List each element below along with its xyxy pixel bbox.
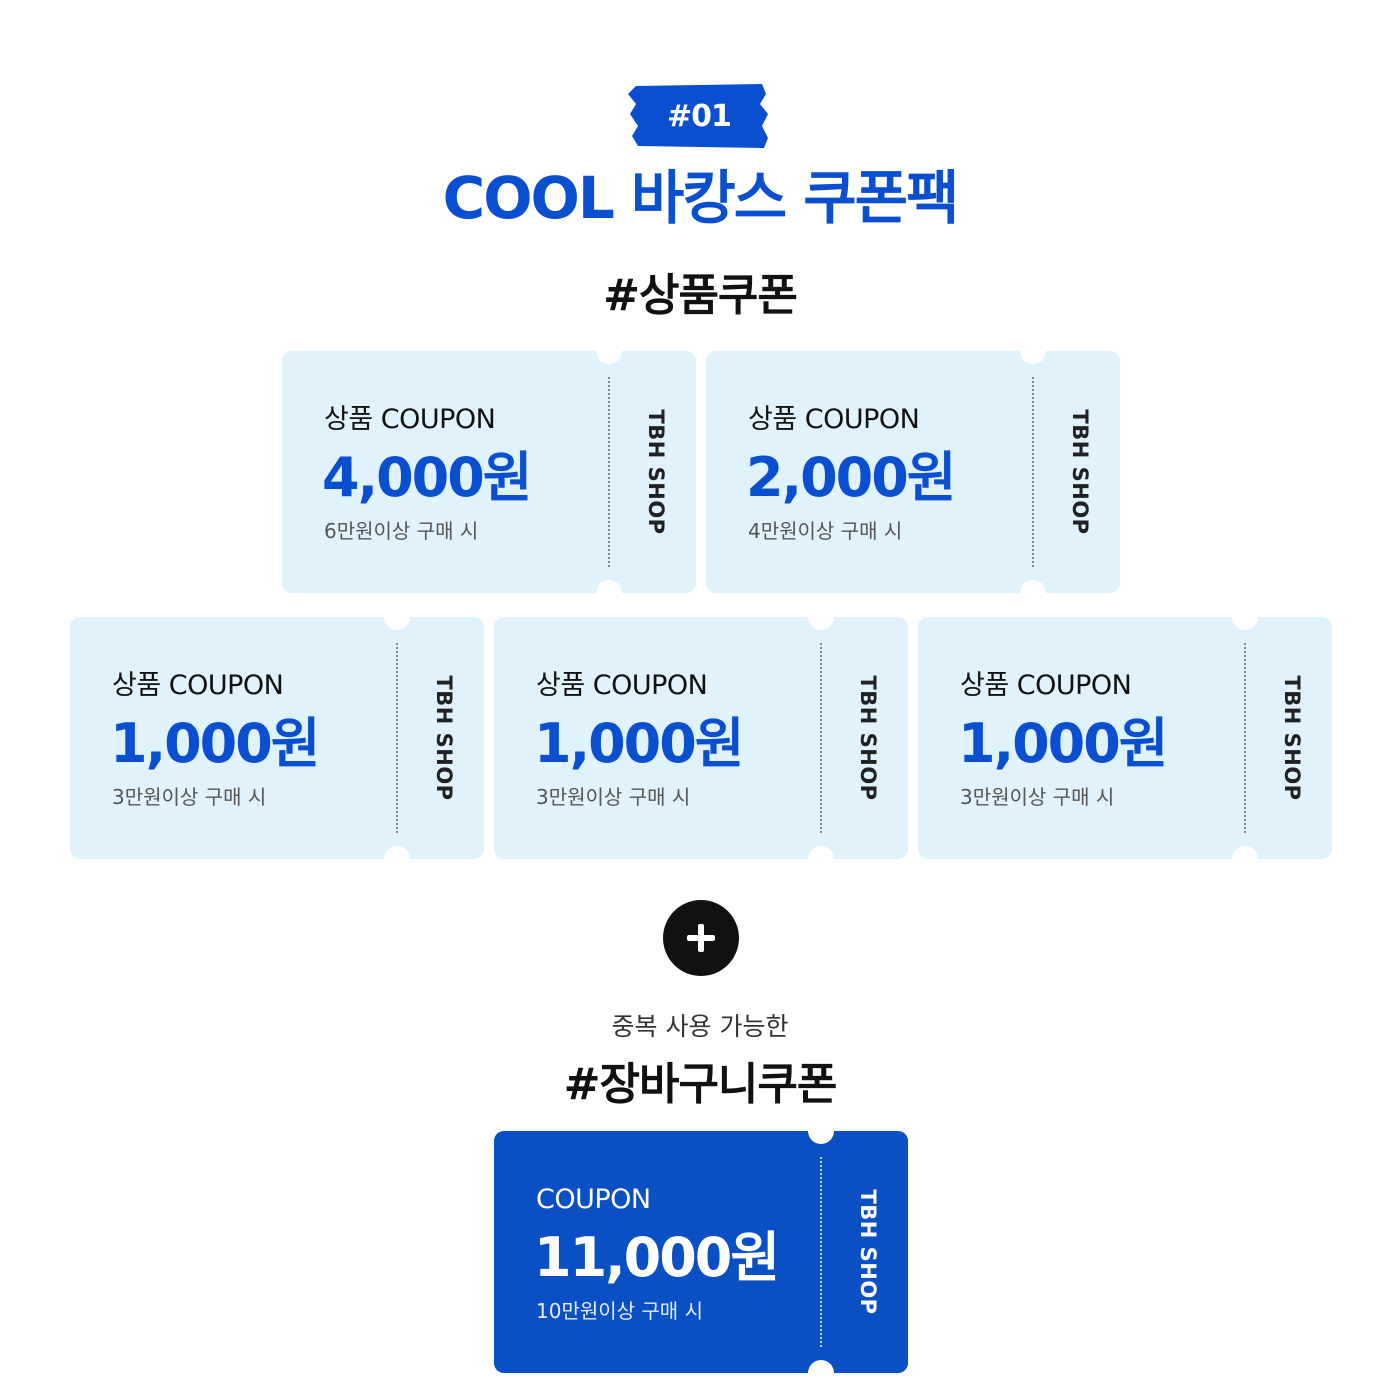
coupon-condition: 3만원이상 구매 시 <box>536 785 691 809</box>
product-coupon-4000[interactable]: 상품 COUPON 4,000원 6만원이상 구매 시 TBH SHOP <box>282 338 696 606</box>
coupon-notch <box>1020 580 1046 606</box>
cart-coupon-11000[interactable]: COUPON 11,000원 10만원이상 구매 시 TBH SHOP <box>494 1118 908 1386</box>
coupon-brand: TBH SHOP <box>856 675 880 801</box>
cart-coupon-subtitle: 중복 사용 가능한 <box>611 1012 789 1041</box>
coupon-notch <box>384 846 410 872</box>
coupon-perforation <box>820 1157 822 1347</box>
coupon-condition: 3만원이상 구매 시 <box>112 785 267 809</box>
cart-coupon-heading: #장바구니쿠폰 <box>563 1059 838 1110</box>
coupon-label: 상품 COUPON <box>960 670 1132 701</box>
coupon-notch <box>808 604 834 630</box>
coupon-perforation <box>1244 643 1246 833</box>
plus-icon <box>663 900 739 976</box>
coupon-notch <box>1020 338 1046 364</box>
coupon-amount: 4,000원 <box>322 446 532 509</box>
product-coupon-1000-c[interactable]: 상품 COUPON 1,000원 3만원이상 구매 시 TBH SHOP <box>918 604 1332 872</box>
product-coupon-heading: #상품쿠폰 <box>603 270 798 321</box>
product-coupon-1000-b[interactable]: 상품 COUPON 1,000원 3만원이상 구매 시 TBH SHOP <box>494 604 908 872</box>
coupon-notch <box>384 604 410 630</box>
coupon-condition: 10만원이상 구매 시 <box>536 1299 703 1323</box>
tape-badge-icon <box>628 84 768 148</box>
page-title: COOL 바캉스 쿠폰팩 <box>442 164 960 232</box>
coupon-notch <box>808 846 834 872</box>
coupon-notch <box>596 580 622 606</box>
coupon-brand: TBH SHOP <box>644 409 668 535</box>
tape-badge: #01 <box>628 84 770 148</box>
coupon-brand: TBH SHOP <box>432 675 456 801</box>
coupon-amount: 11,000원 <box>534 1226 780 1289</box>
coupon-perforation <box>396 643 398 833</box>
coupon-label: 상품 COUPON <box>748 404 920 435</box>
coupon-label: 상품 COUPON <box>324 404 496 435</box>
product-coupon-1000-a[interactable]: 상품 COUPON 1,000원 3만원이상 구매 시 TBH SHOP <box>70 604 484 872</box>
coupon-condition: 6만원이상 구매 시 <box>324 519 479 543</box>
product-coupon-2000[interactable]: 상품 COUPON 2,000원 4만원이상 구매 시 TBH SHOP <box>706 338 1120 606</box>
coupon-notch <box>596 338 622 364</box>
coupon-notch <box>808 1360 834 1386</box>
badge-number: #01 <box>667 98 732 134</box>
coupon-perforation <box>1032 377 1034 567</box>
coupon-brand: TBH SHOP <box>1068 409 1092 535</box>
coupon-notch <box>1232 846 1258 872</box>
coupon-amount: 1,000원 <box>958 712 1168 775</box>
coupon-amount: 1,000원 <box>110 712 320 775</box>
coupon-perforation <box>608 377 610 567</box>
coupon-condition: 4만원이상 구매 시 <box>748 519 903 543</box>
coupon-perforation <box>820 643 822 833</box>
coupon-brand: TBH SHOP <box>1280 675 1304 801</box>
coupon-label: COUPON <box>536 1184 651 1215</box>
coupon-condition: 3만원이상 구매 시 <box>960 785 1115 809</box>
coupon-notch <box>1232 604 1258 630</box>
coupon-amount: 2,000원 <box>746 446 956 509</box>
coupon-label: 상품 COUPON <box>536 670 708 701</box>
coupon-notch <box>808 1118 834 1144</box>
coupon-amount: 1,000원 <box>534 712 744 775</box>
coupon-brand: TBH SHOP <box>856 1189 880 1315</box>
coupon-label: 상품 COUPON <box>112 670 284 701</box>
